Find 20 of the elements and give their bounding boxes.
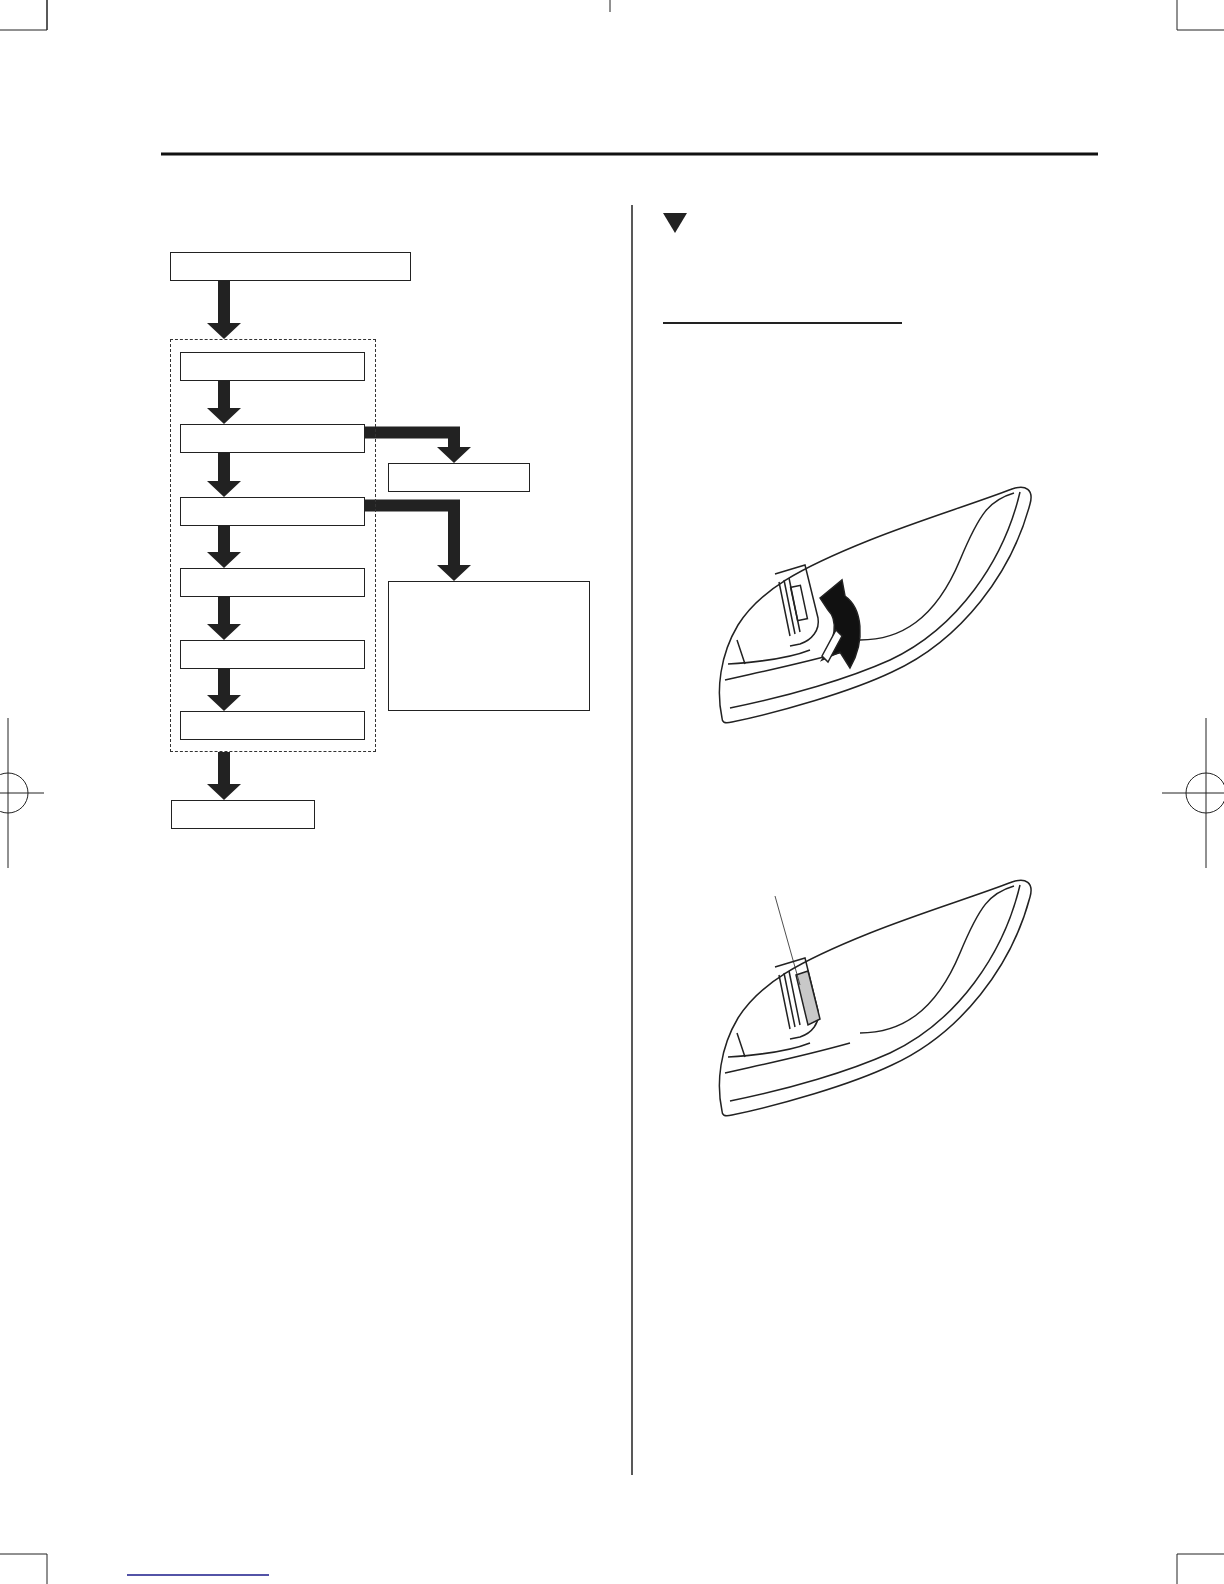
block-arrow bbox=[207, 381, 241, 424]
block-arrow bbox=[207, 597, 241, 640]
step-box bbox=[179, 496, 365, 526]
step-box bbox=[179, 639, 365, 669]
block-arrow bbox=[207, 752, 241, 800]
step-box bbox=[171, 800, 315, 829]
dashed-group-box bbox=[170, 339, 376, 752]
step-box bbox=[179, 423, 365, 453]
block-arrow bbox=[207, 281, 241, 339]
block-arrow bbox=[207, 669, 241, 711]
step-box bbox=[170, 252, 411, 281]
block-arrow bbox=[365, 499, 471, 581]
step-box bbox=[179, 351, 365, 381]
step-box bbox=[388, 463, 530, 492]
step-box bbox=[179, 567, 365, 597]
block-arrow bbox=[207, 526, 241, 568]
block-arrow bbox=[365, 426, 471, 463]
step-box bbox=[179, 710, 365, 740]
step-box bbox=[388, 581, 590, 711]
block-arrow bbox=[207, 453, 241, 497]
